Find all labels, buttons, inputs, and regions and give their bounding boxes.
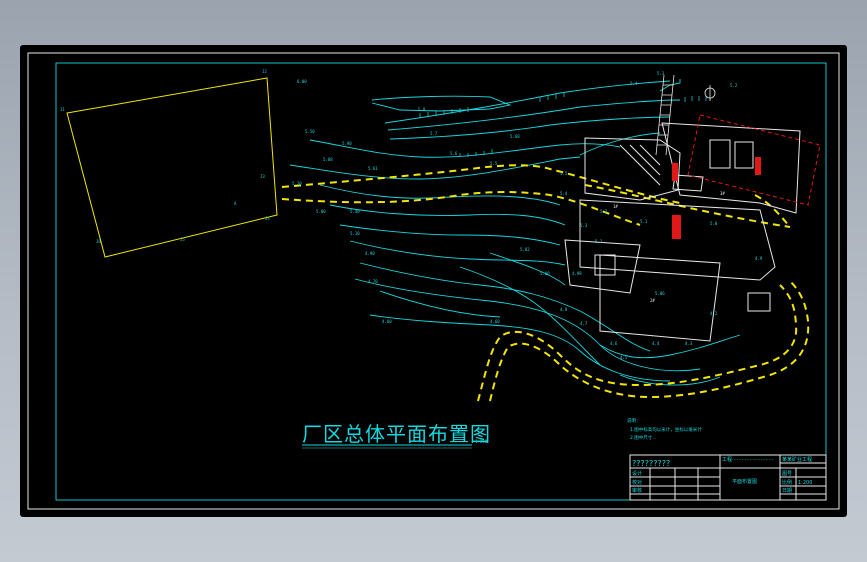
svg-text:5.10: 5.10: [350, 231, 360, 236]
note-line-1: 说明：: [627, 417, 641, 424]
red-boundary: [687, 114, 821, 206]
svg-text:4.2: 4.2: [710, 311, 718, 316]
main-road-edge-1: [281, 164, 681, 204]
drawing-title: 厂区总体平面布置图: [302, 422, 491, 446]
main-road-edge-4: [754, 194, 791, 228]
svg-text:3#: 3#: [720, 191, 725, 196]
svg-text:J3: J3: [260, 174, 265, 179]
svg-text:4.6: 4.6: [610, 341, 618, 346]
red-marker-3: [672, 215, 681, 239]
ladder-structure: [655, 74, 675, 156]
inner-frame: [55, 62, 827, 501]
svg-text:4.60: 4.60: [490, 319, 500, 324]
outer-frame: [27, 52, 840, 510]
title-block-drawing-name: 平面布置图: [732, 478, 757, 485]
svg-text:5.8: 5.8: [418, 107, 426, 112]
note-line-2: 1.图中标高均以米计，坐标以毫米计: [630, 426, 702, 433]
svg-text:1#: 1#: [613, 204, 618, 209]
cad-viewport[interactable]: J1 J2 J3 J4 J5 J6 A: [20, 45, 847, 517]
note-line-3: 2.图中尺寸...: [630, 434, 657, 441]
svg-text:5.3: 5.3: [580, 223, 588, 228]
svg-text:5.68: 5.68: [510, 134, 520, 139]
tb-value-scale: 1:200: [798, 480, 812, 486]
svg-text:5.1: 5.1: [640, 219, 648, 224]
svg-text:4.60: 4.60: [382, 319, 392, 324]
svg-text:J4: J4: [265, 216, 270, 221]
svg-text:5.88: 5.88: [323, 157, 333, 162]
svg-text:6.00: 6.00: [297, 79, 307, 84]
svg-text:4.90: 4.90: [365, 251, 375, 256]
north-arrow-icon: [704, 85, 716, 101]
svg-text:4.3: 4.3: [685, 341, 693, 346]
svg-text:5.61: 5.61: [368, 166, 378, 171]
svg-text:5.6: 5.6: [450, 151, 458, 156]
title-block: [629, 454, 827, 501]
title-block-project: 工程··························: [722, 456, 774, 463]
tb-label-design: 设计: [632, 470, 642, 477]
svg-text:5.2: 5.2: [730, 83, 738, 88]
drawing-scale: 1:200: [475, 439, 488, 444]
svg-text:5.50: 5.50: [305, 129, 315, 134]
tb-label-check: 校对: [632, 479, 642, 486]
red-marker-2: [755, 157, 761, 175]
svg-text:5.3: 5.3: [657, 71, 665, 76]
svg-text:5.5: 5.5: [560, 171, 568, 176]
svg-text:J6: J6: [96, 239, 101, 244]
svg-text:5.7: 5.7: [430, 131, 438, 136]
svg-text:5.4: 5.4: [630, 81, 638, 86]
svg-text:J2: J2: [262, 69, 267, 74]
svg-text:5.90: 5.90: [342, 141, 352, 146]
tb-label-review: 审核: [632, 487, 642, 494]
svg-text:4.4: 4.4: [652, 341, 660, 346]
building-outlines: [564, 122, 801, 342]
tb-label-drawing-no: 图号: [782, 471, 792, 477]
svg-text:A: A: [234, 201, 237, 206]
lower-road-edge-1: [477, 284, 798, 402]
tb-label-date: 日期: [782, 488, 792, 494]
svg-text:4.5: 4.5: [620, 355, 628, 360]
svg-text:4.98: 4.98: [572, 271, 582, 276]
svg-text:5.5: 5.5: [490, 161, 498, 166]
svg-text:5.1: 5.1: [595, 239, 603, 244]
site-boundary: [66, 77, 278, 258]
svg-text:4.70: 4.70: [368, 279, 378, 284]
svg-text:J1: J1: [60, 107, 65, 112]
site-plan-drawing[interactable]: J1 J2 J3 J4 J5 J6 A: [20, 45, 847, 517]
tb-label-scale: 比例: [782, 479, 792, 486]
elevation-labels: 6.00 5.50 5.88 5.90 5.61 5.20 5.00 5.40 …: [292, 71, 763, 360]
svg-text:5.2: 5.2: [600, 209, 608, 214]
svg-text:5.00: 5.00: [540, 271, 550, 276]
svg-text:J5: J5: [180, 237, 185, 242]
svg-text:2#: 2#: [650, 298, 655, 303]
svg-text:5.40: 5.40: [350, 209, 360, 214]
slope-hatching: [419, 92, 707, 157]
svg-text:5.02: 5.02: [520, 247, 530, 252]
svg-text:4.8: 4.8: [560, 307, 568, 312]
title-block-header: ?????????: [632, 459, 670, 468]
red-marker-1: [672, 163, 678, 181]
svg-text:5.4: 5.4: [560, 191, 568, 196]
boundary-corner-labels: J1 J2 J3 J4 J5 J6 A: [60, 69, 270, 244]
svg-text:4.7: 4.7: [580, 321, 588, 326]
title-block-company: 某某矿业工程: [782, 456, 812, 463]
main-road-edge-2: [281, 191, 641, 226]
svg-text:5.06: 5.06: [655, 291, 665, 296]
svg-text:4.9: 4.9: [755, 256, 763, 261]
svg-text:5.0: 5.0: [710, 221, 718, 226]
svg-text:5.20: 5.20: [292, 181, 302, 186]
svg-text:5.00: 5.00: [316, 209, 326, 214]
